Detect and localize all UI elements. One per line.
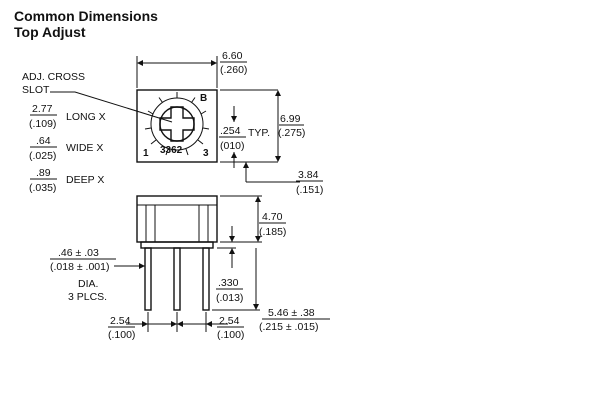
body-height-in: (.185) (259, 226, 286, 238)
part-number: 3362 (160, 145, 183, 156)
width-mm: 6.60 (222, 50, 243, 62)
rotor-outer (150, 97, 204, 151)
overall-mm: 5.46 ± .38 (268, 307, 315, 319)
pin-dia-mm: .46 ± .03 (58, 247, 99, 259)
top-view-body-outline (136, 89, 218, 163)
rotor-inner (159, 106, 195, 142)
long-x-mm: 2.77 (32, 103, 53, 115)
pin-spacing-suffix: TYP. (248, 127, 270, 139)
pitch-left-in: (.100) (108, 329, 135, 341)
height-in: (.275) (278, 127, 305, 139)
pin-dia-in: (.018 ± .001) (50, 261, 109, 273)
standoff-in: (.013) (216, 292, 243, 304)
dia-label: DIA. (78, 278, 98, 290)
side-view: .46 ± .03 (.018 ± .001) DIA. 3 PLCS. 4.7… (50, 195, 330, 341)
pin-left (144, 247, 152, 311)
overall-in: (.215 ± .015) (259, 321, 318, 333)
wide-x-label: WIDE X (66, 142, 103, 154)
pin-spacing-mm: .254 (220, 125, 241, 137)
pin-spacing-in: (010) (220, 140, 245, 152)
pitch-left-mm: 2.54 (110, 315, 131, 327)
pin-right (202, 247, 210, 311)
top-view: B 1 3 3362 6.60 (.260) 6.99 (.275) .254 … (22, 50, 323, 196)
height-mm: 6.99 (280, 113, 301, 125)
pitch-right-mm: 2.54 (219, 315, 240, 327)
wide-x-in: (.025) (29, 150, 56, 162)
brand-logo-mark: B (200, 93, 207, 104)
deep-x-mm: .89 (36, 167, 51, 179)
deep-x-in: (.035) (29, 182, 56, 194)
offset-in: (.151) (296, 184, 323, 196)
long-x-label: LONG X (66, 111, 106, 123)
standoff (140, 241, 214, 249)
page-subtitle: Top Adjust (14, 24, 86, 40)
long-x-in: (.109) (29, 118, 56, 130)
pitch-right-in: (.100) (217, 329, 244, 341)
standoff-mm: .330 (218, 277, 239, 289)
pin-1-label: 1 (143, 148, 149, 159)
offset-mm: 3.84 (298, 169, 319, 181)
page-title: Common Dimensions (14, 8, 158, 24)
side-view-body (136, 195, 218, 243)
cross-slot-label-line-2: SLOT (22, 84, 50, 96)
plcs-label: 3 PLCS. (68, 291, 107, 303)
cross-slot-label-line-1: ADJ. CROSS (22, 71, 85, 83)
wide-x-mm: .64 (36, 135, 51, 147)
deep-x-label: DEEP X (66, 174, 104, 186)
body-height-mm: 4.70 (262, 211, 283, 223)
width-in: (.260) (220, 64, 247, 76)
pin-middle (173, 247, 181, 311)
pin-3-label: 3 (203, 148, 209, 159)
rotor-teeth (144, 92, 210, 156)
